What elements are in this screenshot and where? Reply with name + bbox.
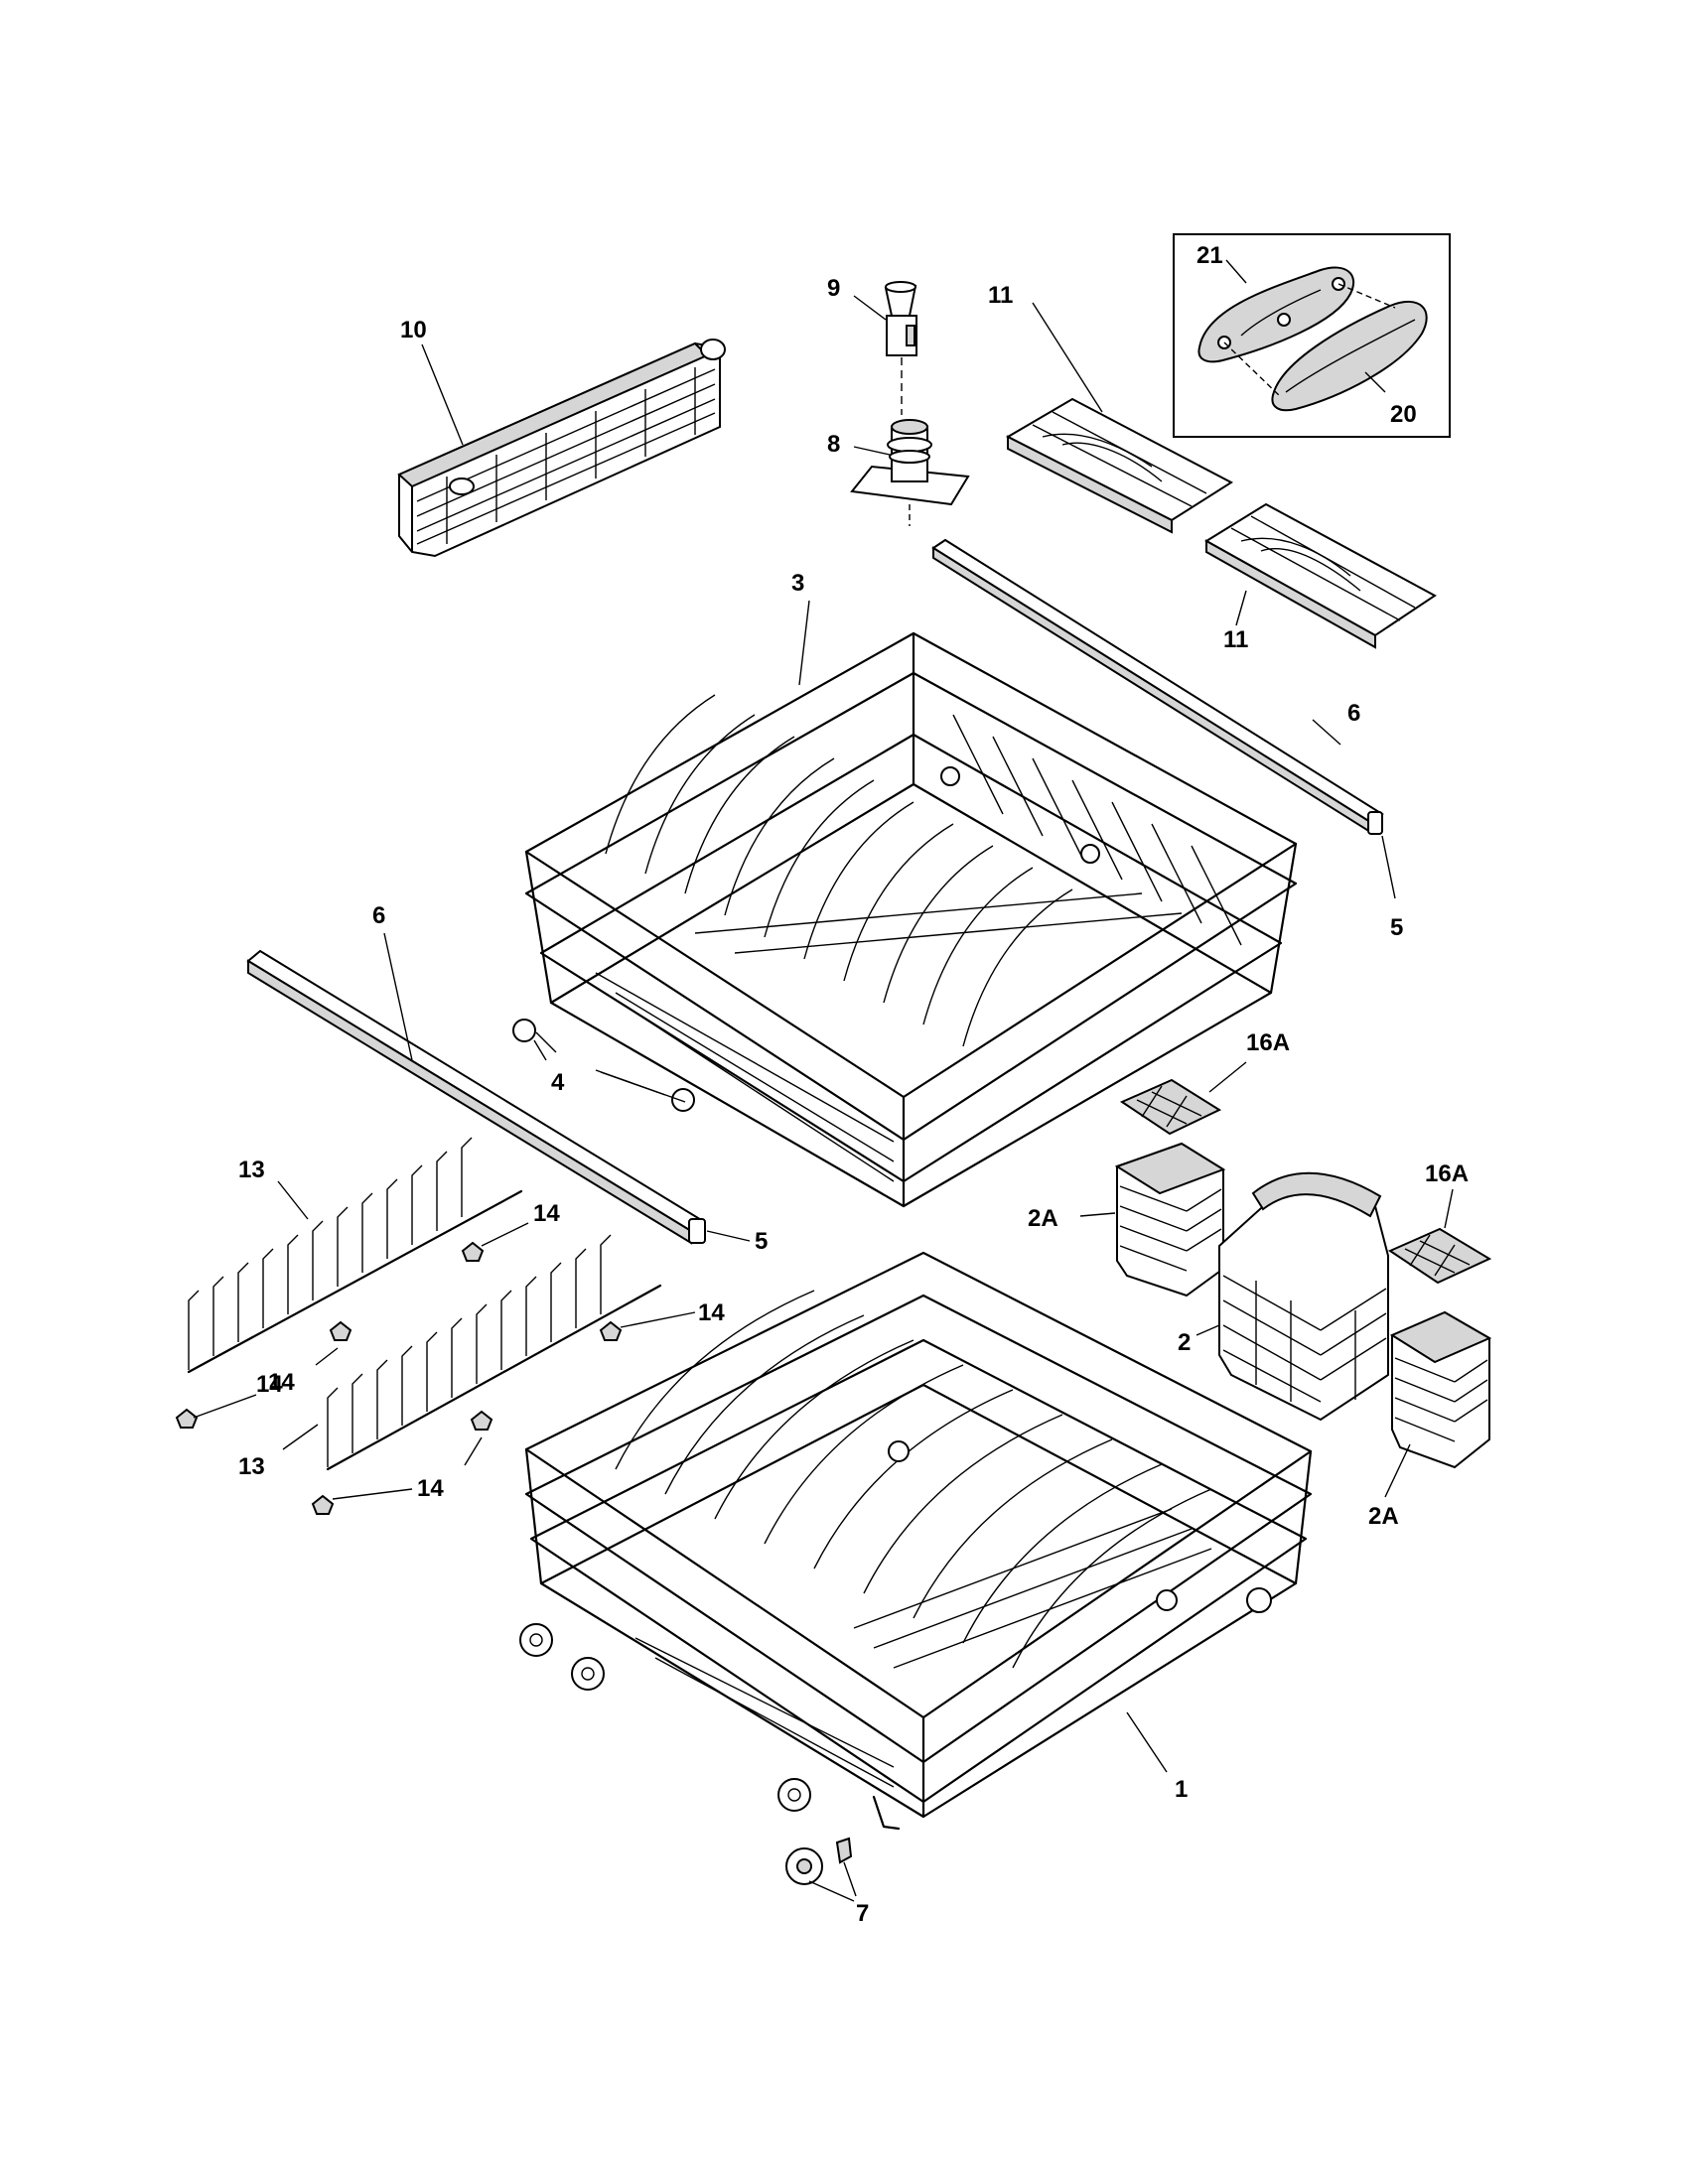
callout-9: 9 <box>827 275 840 302</box>
callout-6-left: 6 <box>372 902 385 929</box>
callout-21: 21 <box>1196 242 1223 269</box>
callout-1: 1 <box>1175 1776 1188 1803</box>
part-3-upper-rack: 3 <box>512 570 1298 1208</box>
callout-14-a: 14 <box>533 1200 560 1227</box>
clip-a <box>461 1241 485 1262</box>
callout-8: 8 <box>827 431 840 458</box>
callout-11-top: 11 <box>988 282 1013 309</box>
part-6-rail-right: 6 5 <box>931 538 1403 941</box>
part-7-wheel-axle: 7 <box>785 1837 869 1927</box>
callout-14-b: 14 <box>268 1369 295 1396</box>
clip-f <box>311 1494 335 1515</box>
part-14-clips: 14 14 14 14 14 <box>175 1200 725 1515</box>
callout-16a-upper: 16A <box>1246 1029 1290 1056</box>
callout-5-left: 5 <box>755 1228 768 1255</box>
callout-2a-lower: 2A <box>1368 1503 1399 1530</box>
callout-16a-lower: 16A <box>1425 1160 1469 1187</box>
part-10-basket: 10 <box>397 317 726 558</box>
part-20-cover <box>1271 301 1428 412</box>
callout-5-right: 5 <box>1390 914 1403 941</box>
part-1-lower-rack: 1 <box>519 1251 1313 1831</box>
callout-6-right: 6 <box>1347 700 1360 727</box>
callout-20: 20 <box>1390 401 1417 428</box>
part-21-bracket <box>1197 266 1355 363</box>
part-2-basket: 2 <box>1178 1171 1389 1422</box>
part-13-tine-row-lower: 13 <box>238 1234 662 1480</box>
clip-d <box>175 1408 199 1429</box>
callout-14-d: 14 <box>417 1475 444 1502</box>
part-8-manifold: 8 <box>827 419 970 526</box>
part-6-rail-left: 6 5 <box>246 902 768 1255</box>
part-4-wheels: 4 <box>533 1031 686 1103</box>
part-13-tine-row-upper: 13 <box>187 1137 523 1374</box>
callout-4: 4 <box>551 1069 565 1096</box>
part-11-insert-top: 11 <box>988 282 1233 534</box>
callout-10: 10 <box>400 317 427 343</box>
clip-e <box>470 1410 493 1431</box>
callout-14-e: 14 <box>256 1371 283 1398</box>
callout-11-bottom: 11 <box>1223 626 1248 653</box>
part-2a-basket-lower: 2A <box>1368 1310 1492 1530</box>
clip-c <box>599 1320 623 1341</box>
part-16a-cover-lower: 16A <box>1387 1160 1492 1285</box>
callout-13-lower: 13 <box>238 1453 265 1480</box>
part-2a-basket-upper: 2A <box>1028 1142 1226 1297</box>
part-16a-cover-upper: 16A <box>1119 1029 1290 1136</box>
callout-3: 3 <box>791 570 804 597</box>
part-11-insert-bottom: 11 <box>1204 502 1437 653</box>
callout-14-c: 14 <box>698 1299 725 1326</box>
callout-13-upper: 13 <box>238 1157 265 1183</box>
callout-2: 2 <box>1178 1329 1191 1356</box>
inset-box: 21 20 <box>1173 233 1451 438</box>
clip-b <box>329 1320 352 1341</box>
part-9-nozzle: 9 <box>827 275 917 356</box>
callout-2a-upper: 2A <box>1028 1205 1058 1232</box>
lower-rack-wheels <box>519 1587 1272 1812</box>
callout-7: 7 <box>856 1900 869 1927</box>
